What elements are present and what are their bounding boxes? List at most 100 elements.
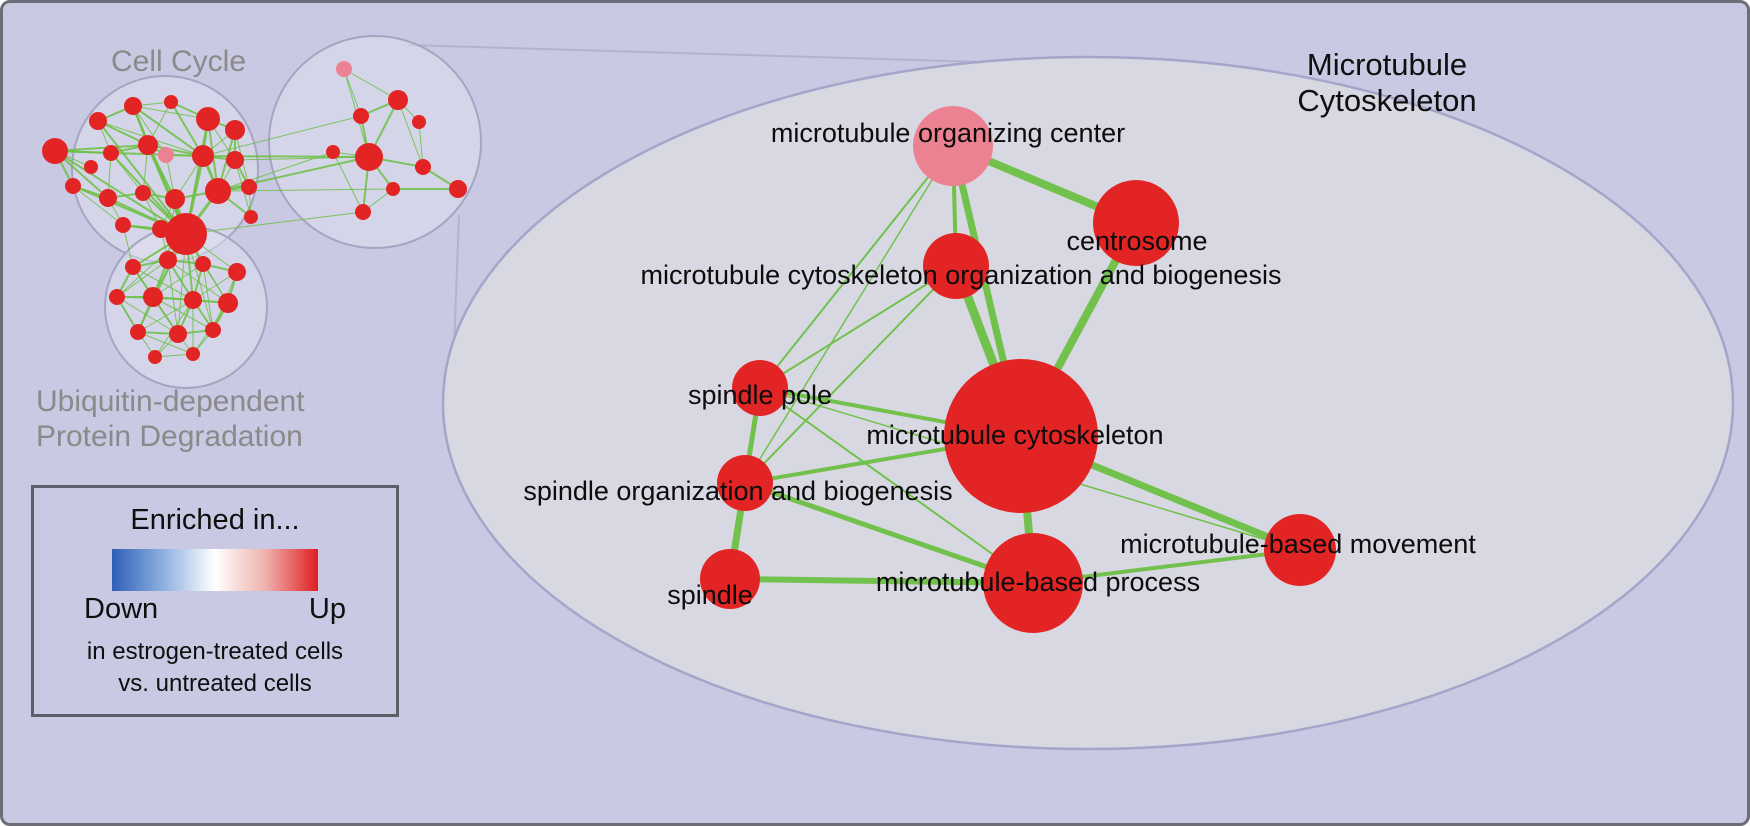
mini-network-node xyxy=(103,145,119,161)
mini-network-edge xyxy=(152,296,214,331)
node-label-mbm: microtubule-based movement xyxy=(1120,529,1476,559)
mini-network-node xyxy=(184,291,202,309)
mini-network-node xyxy=(124,97,142,115)
mini-network-node xyxy=(84,160,98,174)
title-line2: Cytoskeleton xyxy=(1297,83,1477,119)
mini-network-node xyxy=(355,143,383,171)
node-mc xyxy=(944,359,1098,513)
node-label-spindle: spindle xyxy=(667,580,753,610)
node-label-mc: microtubule cytoskeleton xyxy=(866,420,1163,450)
network-canvas: microtubule organizing centercentrosomem… xyxy=(42,35,1735,751)
mini-network-edge xyxy=(202,263,214,331)
mini-network-node xyxy=(355,204,371,220)
mini-network-node xyxy=(138,135,158,155)
mini-network-node xyxy=(218,293,238,313)
mini-network-edge xyxy=(202,115,362,157)
mini-network-edge xyxy=(343,68,399,101)
mini-network-node xyxy=(109,289,125,305)
title-line1: Microtubule xyxy=(1306,47,1468,82)
mini-network-edge xyxy=(116,296,179,335)
mini-network-node xyxy=(159,251,177,269)
edge-spindle-mbp xyxy=(729,576,1034,586)
cluster-circle-microtubule-cytoskeleton xyxy=(268,35,482,249)
mini-network-node xyxy=(165,189,185,209)
mini-network-node xyxy=(412,115,426,129)
mini-network-edge xyxy=(185,211,364,235)
mini-network-node xyxy=(244,210,258,224)
node-label-mcob: microtubule cytoskeleton organization an… xyxy=(641,260,1282,290)
legend-down-label: Down xyxy=(84,593,159,625)
mini-network-node xyxy=(169,325,187,343)
mini-network-node xyxy=(225,120,245,140)
node-spindle xyxy=(700,549,760,609)
mini-network-node xyxy=(130,324,146,340)
mini-network-node xyxy=(196,107,220,131)
mini-network-node xyxy=(205,178,231,204)
magnifier-callout-line xyxy=(407,44,1016,64)
edge-mcob-sob xyxy=(744,265,957,484)
legend-gradient-bar xyxy=(112,549,318,591)
mini-network-edge xyxy=(132,105,209,120)
node-label-mbp: microtubule-based process xyxy=(876,567,1200,597)
cluster-label-ubiquitin: Ubiquitin-dependent Protein Degradation xyxy=(36,384,305,455)
mini-network-node xyxy=(65,178,81,194)
mini-network-node xyxy=(386,182,400,196)
node-label-spindle-pole: spindle pole xyxy=(688,380,832,410)
edge-moc-spindle-pole xyxy=(759,145,954,389)
mini-network-node xyxy=(195,256,211,272)
node-mbp xyxy=(983,533,1083,633)
edge-spindle-pole-mbp xyxy=(759,387,1034,584)
mini-network-node xyxy=(115,217,131,233)
mini-network-node xyxy=(164,95,178,109)
edge-moc-sob xyxy=(744,145,954,484)
mini-network-edge xyxy=(343,68,362,117)
mini-network-edge xyxy=(116,259,169,298)
edge-sob-mbp xyxy=(744,480,1034,586)
mini-network-node xyxy=(205,322,221,338)
ubiquitin-label-line1: Ubiquitin-dependent xyxy=(36,385,305,418)
legend-caption-line2: vs. untreated cells xyxy=(118,670,312,698)
legend-up-label: Up xyxy=(308,593,346,625)
mini-network-edge xyxy=(97,120,187,235)
mini-network-edge xyxy=(132,105,204,157)
mini-network-edge xyxy=(132,266,194,301)
node-mbm xyxy=(1264,514,1336,586)
node-mcob xyxy=(923,233,989,299)
cluster-label-cell-cycle: Cell Cycle xyxy=(111,45,247,78)
legend-title: Enriched in... xyxy=(130,504,300,536)
mini-network-edge xyxy=(72,185,124,226)
mini-network-node xyxy=(326,145,340,159)
mini-network-edge xyxy=(234,156,370,161)
mini-network-node xyxy=(135,185,151,201)
mini-network-node xyxy=(148,350,162,364)
mini-network-node xyxy=(42,138,68,164)
mini-network-node xyxy=(158,147,174,163)
node-label-centrosome: centrosome xyxy=(1066,226,1207,256)
mini-network-node xyxy=(388,90,408,110)
mini-network-node xyxy=(336,61,352,77)
legend-caption: in estrogen-treated cells vs. untreated … xyxy=(34,636,396,701)
node-label-sob: spindle organization and biogenesis xyxy=(523,476,952,506)
mini-network-node xyxy=(99,189,117,207)
mini-network-node xyxy=(226,151,244,169)
ubiquitin-label-line2: Protein Degradation xyxy=(36,420,303,454)
legend-caption-line1: in estrogen-treated cells xyxy=(86,638,344,665)
mini-network-node xyxy=(415,159,431,175)
mini-network-node xyxy=(192,145,214,167)
mini-network-node xyxy=(186,347,200,361)
mini-network-edge xyxy=(54,150,187,235)
cluster-title-microtubule-cytoskeleton: Microtubule Cytoskeleton xyxy=(1283,47,1491,120)
edge-mcob-spindle-pole xyxy=(759,265,957,389)
mini-network-node xyxy=(89,112,107,130)
mini-network-node xyxy=(449,180,467,198)
mini-network-node xyxy=(241,179,257,195)
node-centrosome xyxy=(1093,180,1179,266)
legend-box: Enriched in... Down Up in estrogen-treat… xyxy=(31,485,399,717)
mini-network-edge xyxy=(54,144,149,152)
node-sob xyxy=(717,455,773,511)
mini-network-edge xyxy=(167,259,179,335)
node-spindle-pole xyxy=(732,360,788,416)
mini-network-edge xyxy=(397,99,424,168)
mini-network-node xyxy=(165,213,207,255)
